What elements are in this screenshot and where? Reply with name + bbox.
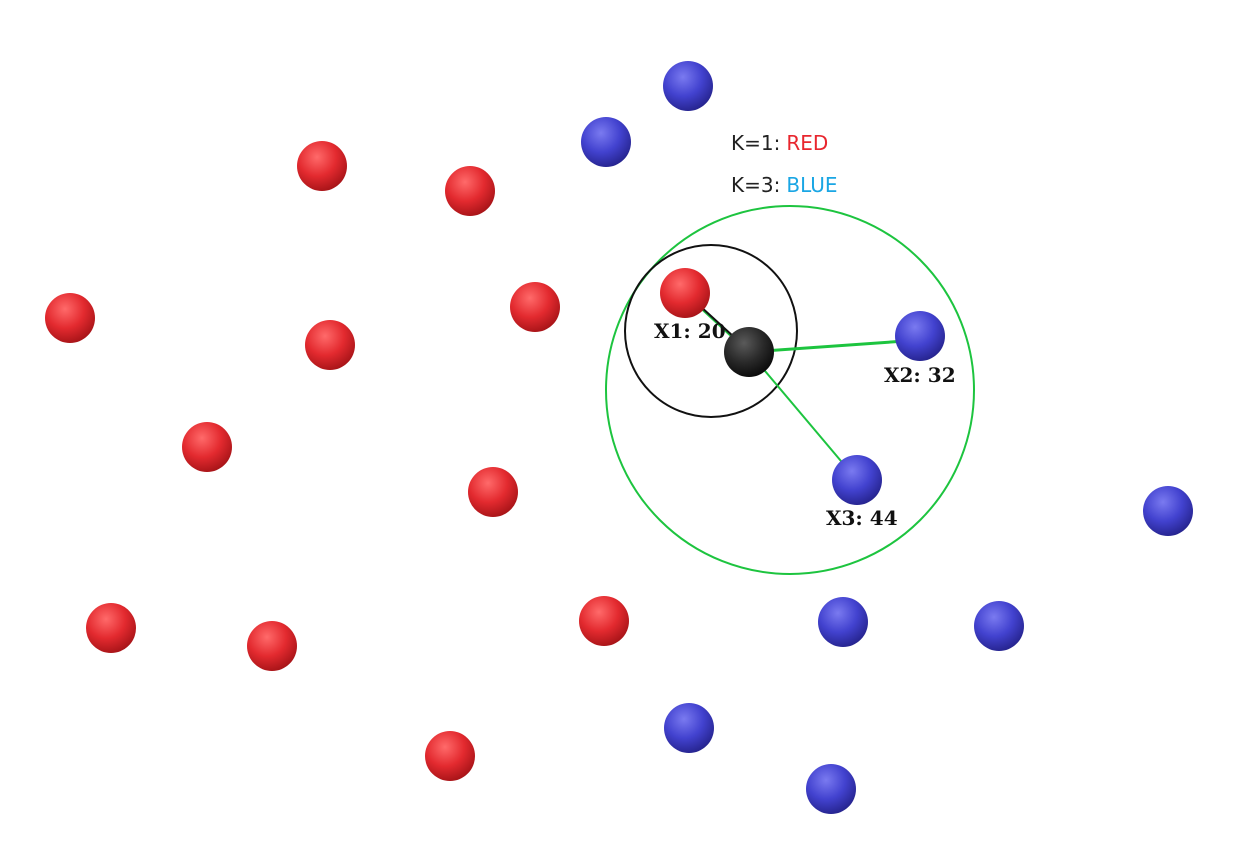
legend-k1: K=1:RED [731, 131, 828, 155]
red-point [579, 596, 629, 646]
x1-distance-label: X1: 20 [654, 319, 726, 343]
blue-point-x2 [895, 311, 945, 361]
k1-radius-circle [624, 244, 798, 418]
k3-radius-circle [605, 205, 975, 575]
blue-point-x3 [832, 455, 882, 505]
red-point [182, 422, 232, 472]
blue-point [818, 597, 868, 647]
red-points [45, 141, 710, 781]
query-point [724, 327, 774, 377]
legend-k1-value: RED [786, 131, 829, 155]
line-to-x2 [748, 338, 921, 354]
legend-k3-prefix: K=3: [731, 173, 781, 197]
blue-point [806, 764, 856, 814]
red-point-x1 [660, 268, 710, 318]
red-point [86, 603, 136, 653]
x2-distance-label: X2: 32 [884, 363, 956, 387]
legend-k3: K=3:BLUE [731, 173, 838, 197]
red-point [445, 166, 495, 216]
red-point [510, 282, 560, 332]
red-point [305, 320, 355, 370]
blue-point [1143, 486, 1193, 536]
blue-points [581, 61, 1193, 814]
blue-point [581, 117, 631, 167]
red-point [247, 621, 297, 671]
red-point [297, 141, 347, 191]
legend-k1-prefix: K=1: [731, 131, 781, 155]
legend-k3-value: BLUE [786, 173, 838, 197]
red-point [425, 731, 475, 781]
blue-point [663, 61, 713, 111]
blue-point [664, 703, 714, 753]
red-point [45, 293, 95, 343]
x3-distance-label: X3: 44 [826, 506, 898, 530]
red-point [468, 467, 518, 517]
line-to-x3 [748, 351, 858, 481]
blue-point [974, 601, 1024, 651]
